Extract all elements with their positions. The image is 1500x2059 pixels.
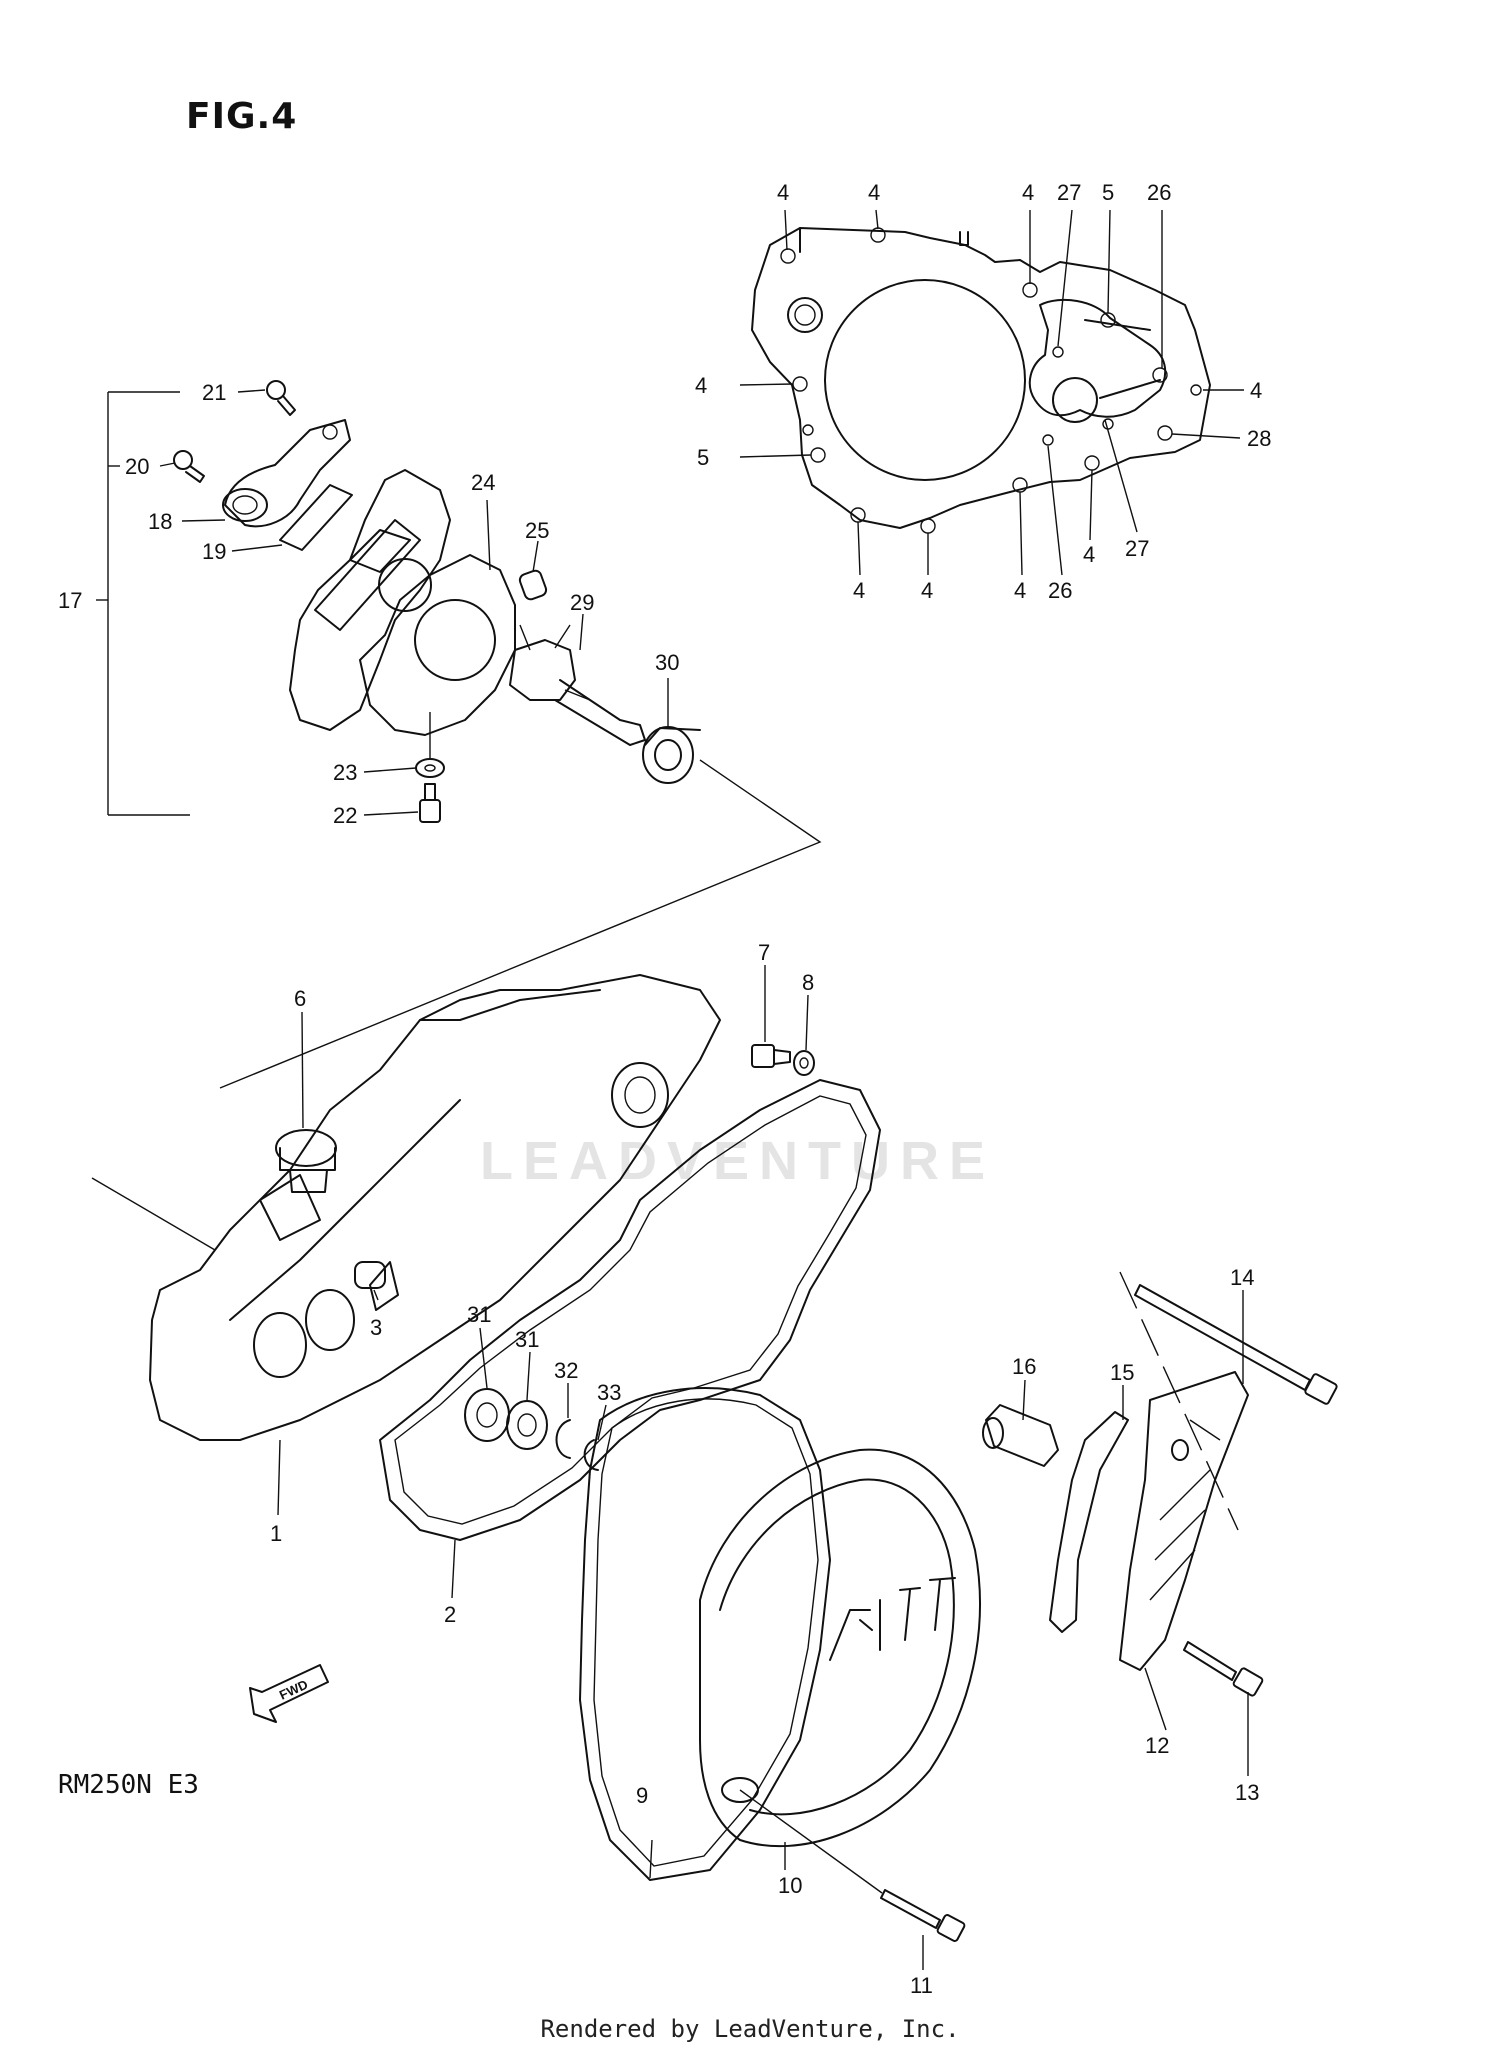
guard-12 <box>1119 1371 1249 1671</box>
screw-20 <box>173 450 205 483</box>
bolt-13 <box>1183 1641 1264 1697</box>
gasket-24 <box>359 554 516 736</box>
bolt-11 <box>880 1889 966 1942</box>
callout-5: 5 <box>697 445 709 470</box>
circlip-33 <box>583 1439 599 1471</box>
spacer-16 <box>982 1404 1059 1467</box>
figure-title: FIG.4 <box>186 96 298 137</box>
callout-4: 4 <box>868 180 880 205</box>
callout-7: 7 <box>758 940 770 965</box>
callout-5: 5 <box>1102 180 1114 205</box>
assembly-line-left <box>91 1177 216 1251</box>
callout-4: 4 <box>1022 180 1034 205</box>
callout-15: 15 <box>1110 1360 1134 1385</box>
callout-20: 20 <box>125 454 149 479</box>
callout-8: 8 <box>802 970 814 995</box>
bolt-7 <box>751 1044 791 1068</box>
callout-23: 23 <box>333 760 357 785</box>
bolt-14 <box>1134 1284 1338 1405</box>
callout-9: 10 <box>778 1873 802 1898</box>
callout-16: 16 <box>1012 1354 1036 1379</box>
callout-10: 9 <box>636 1783 648 1808</box>
callout-22: 22 <box>333 803 357 828</box>
callout-labels: 4 4 4 27 5 26 4 4 5 28 27 4 4 4 4 26 21 … <box>58 180 1271 1998</box>
washer-23 <box>415 758 445 778</box>
callout-24: 24 <box>471 470 495 495</box>
water-pump-leader-lines <box>159 389 822 1089</box>
circlip-32 <box>555 1419 571 1459</box>
bearing-30 <box>642 726 701 784</box>
callout-14: 14 <box>1230 1265 1254 1290</box>
right-parts-leader-lines <box>1022 1271 1249 1776</box>
callout-25: 25 <box>525 518 549 543</box>
callout-28: 28 <box>1247 426 1271 451</box>
outlet-pipe-18 <box>222 419 351 528</box>
footer-credit: Rendered by LeadVenture, Inc. <box>540 2015 960 2043</box>
clutch-cover-gasket-10 <box>579 1387 831 1881</box>
oil-filler-cap-6 <box>275 1129 337 1193</box>
callout-12: 12 <box>1145 1733 1169 1758</box>
washer-8 <box>793 1050 815 1076</box>
o-ring-19 <box>279 484 353 551</box>
inner-crankcase-cover <box>751 227 1211 534</box>
callout-4: 4 <box>853 578 865 603</box>
oil-seal-31a <box>464 1388 510 1442</box>
callout-19: 19 <box>202 539 226 564</box>
callout-11: 11 <box>910 1973 933 1998</box>
plate-15 <box>1049 1411 1129 1633</box>
callout-4: 4 <box>1014 578 1026 603</box>
crankcase-gasket-2 <box>379 1079 881 1541</box>
inner-cover-leader-lines <box>739 209 1244 576</box>
callout-27: 27 <box>1057 180 1081 205</box>
callout-17: 17 <box>58 588 82 613</box>
screw-21 <box>266 380 296 416</box>
watermark-text: LEADVENTURE <box>480 1131 996 1191</box>
callout-29: 29 <box>570 590 594 615</box>
dowel-pin-25 <box>518 569 548 601</box>
dowel-pin-3 <box>354 1261 386 1289</box>
callout-26: 26 <box>1147 180 1171 205</box>
callout-4: 4 <box>695 373 707 398</box>
callout-18: 18 <box>148 509 172 534</box>
callout-4: 4 <box>921 578 933 603</box>
callout-31: 31 <box>467 1302 491 1327</box>
callout-4: 4 <box>777 180 789 205</box>
callout-2: 2 <box>444 1602 456 1627</box>
clutch-cover-9 <box>699 1448 981 1848</box>
callout-21: 21 <box>202 380 226 405</box>
bolt-22 <box>419 783 441 823</box>
callout-33: 33 <box>597 1380 621 1405</box>
callout-31: 31 <box>515 1327 539 1352</box>
crankcase-cover-1 <box>149 974 721 1441</box>
callout-4: 4 <box>1083 542 1095 567</box>
callout-30: 30 <box>655 650 679 675</box>
callout-32: 32 <box>554 1358 578 1383</box>
water-pump-bracket <box>96 391 190 816</box>
callout-1: 1 <box>270 1521 282 1546</box>
model-code: RM250N E3 <box>58 1770 199 1800</box>
callout-6: 6 <box>294 986 306 1011</box>
callout-4: 4 <box>1250 378 1262 403</box>
clutch-cover-leader-lines <box>649 1789 924 1970</box>
impeller-shaft-29 <box>509 624 646 746</box>
fwd-arrow-icon: FWD <box>249 1664 329 1723</box>
crankcase-leader-lines <box>277 965 809 1599</box>
callout-13: 13 <box>1235 1780 1259 1805</box>
water-pump-housing <box>289 469 451 731</box>
oil-seal-31b <box>506 1400 548 1450</box>
callout-27: 27 <box>1125 536 1149 561</box>
callout-3: 3 <box>370 1315 382 1340</box>
callout-26: 26 <box>1048 578 1072 603</box>
